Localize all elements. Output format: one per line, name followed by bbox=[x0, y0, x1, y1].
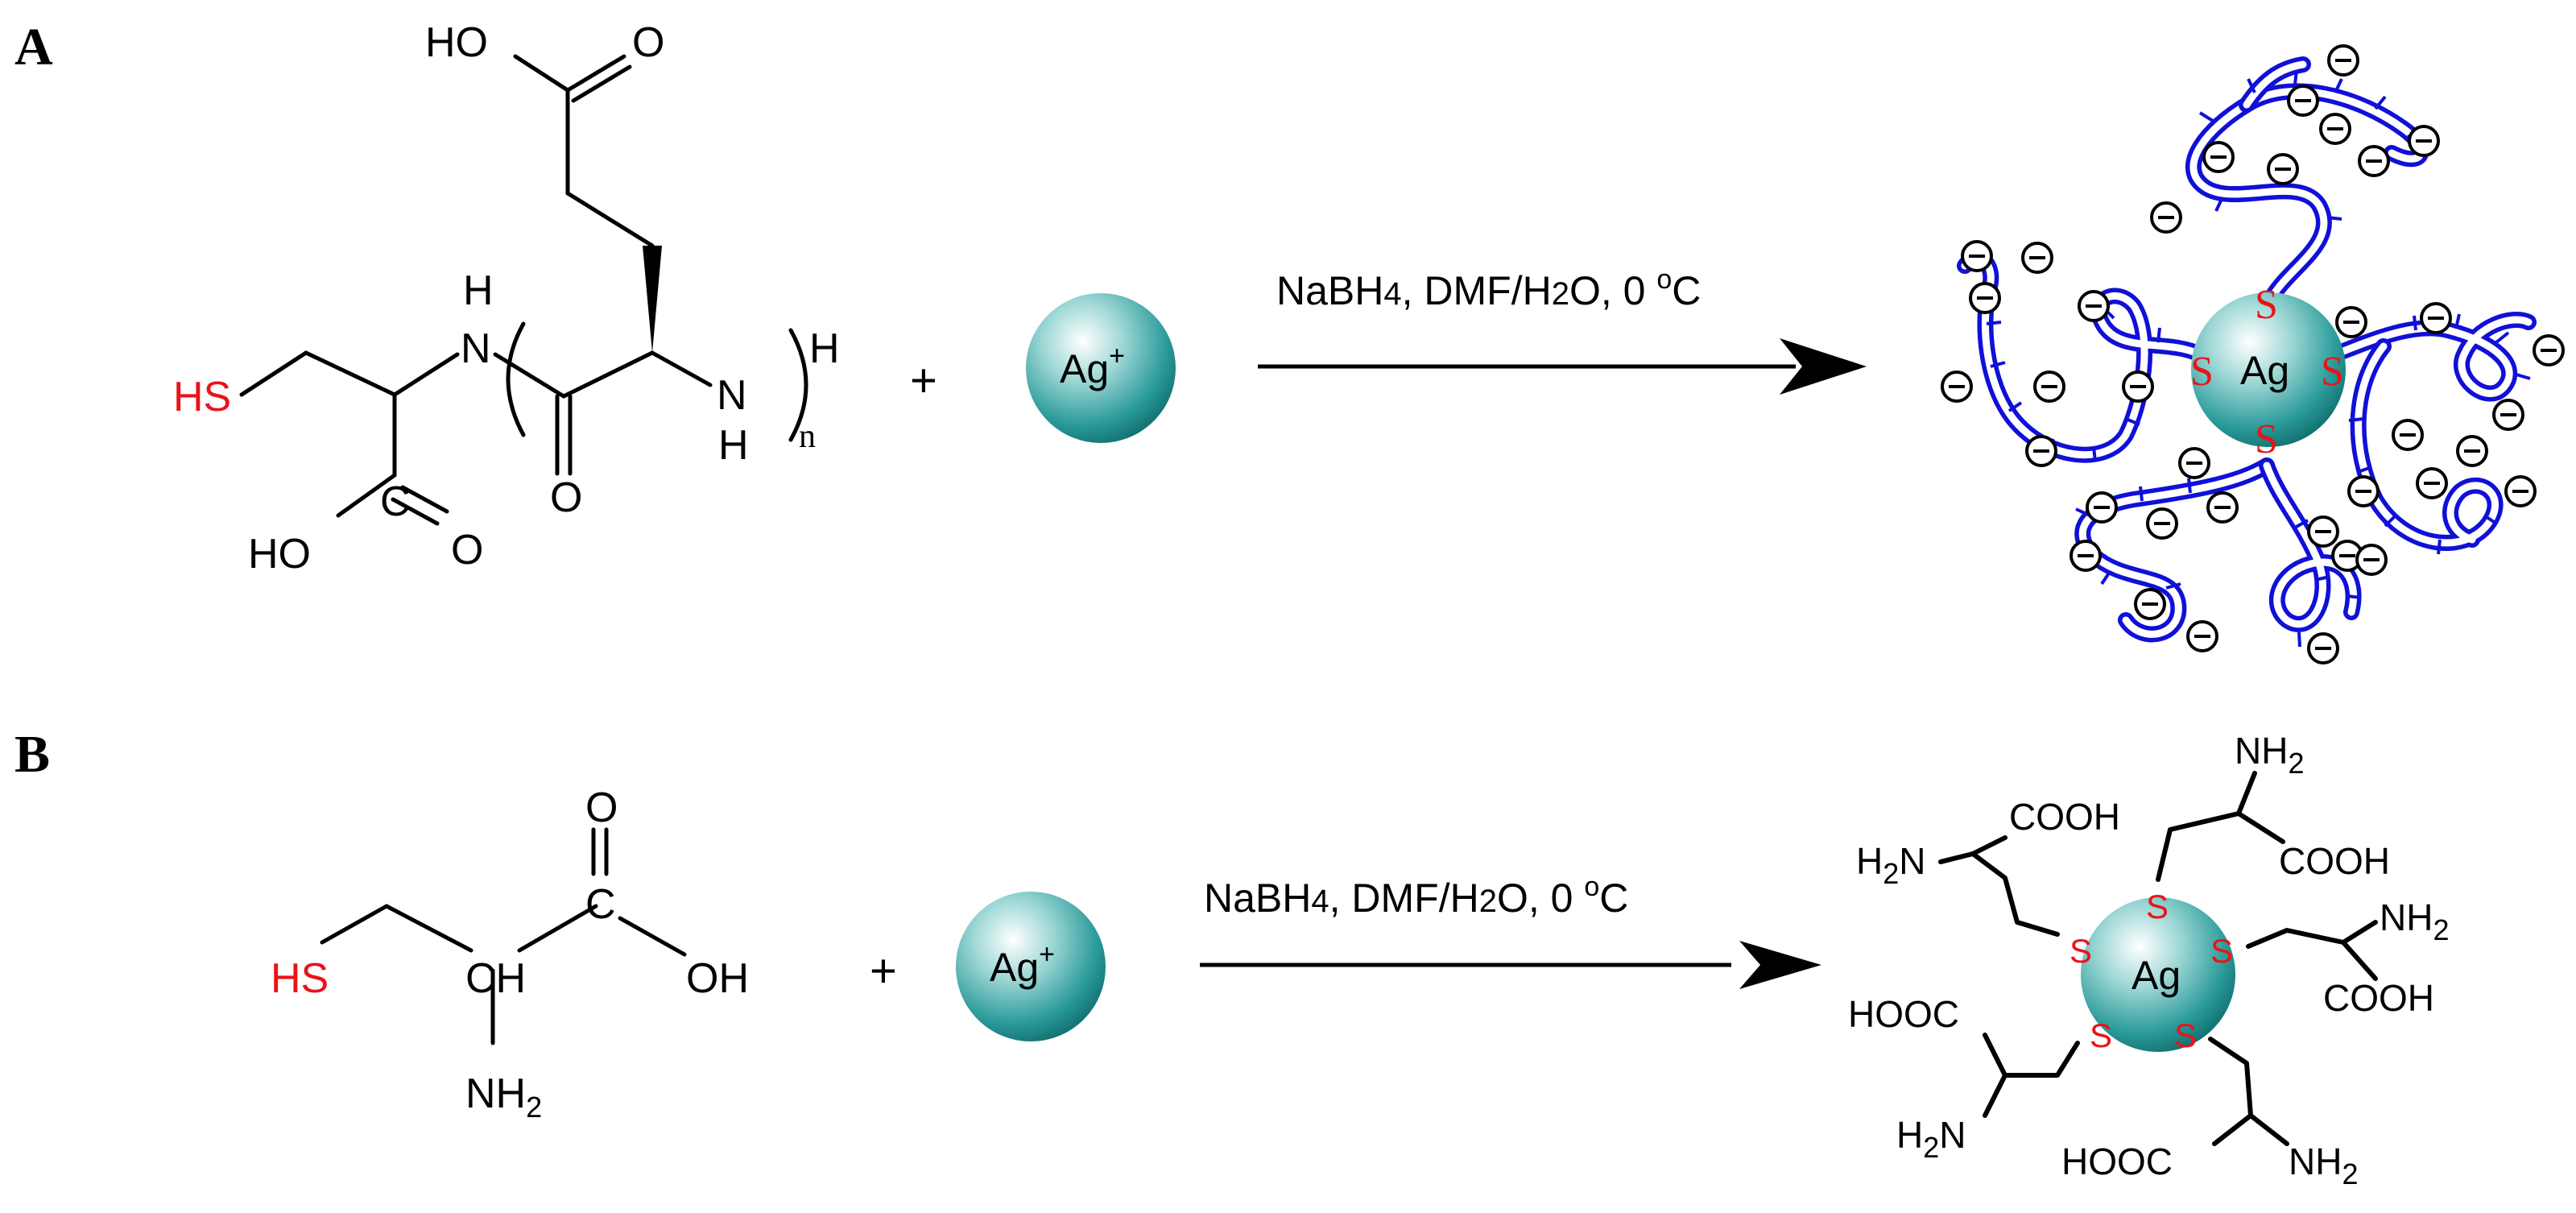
sulfur-left: S bbox=[2190, 349, 2214, 395]
wedge-bond bbox=[643, 246, 662, 353]
ligand-h2n-lower-left: H2N bbox=[1896, 1114, 1966, 1164]
sulfur-b-lowleft: S bbox=[2090, 1016, 2112, 1054]
amine-n-right: N bbox=[717, 372, 747, 419]
reaction-conditions-b: NaBH4, DMF/H2O, 0 oC bbox=[1204, 871, 1628, 921]
svg-text:NaBH4, DMF/H2O, 0 oC: NaBH4, DMF/H2O, 0 oC bbox=[1276, 264, 1701, 313]
ligand-nh2-right: NH2 bbox=[2380, 896, 2449, 946]
carbon-label: C bbox=[585, 881, 616, 928]
nanoparticle-core: Ag S S S S bbox=[2190, 282, 2346, 462]
panel-a-label: A bbox=[14, 18, 53, 77]
ligand-cooh-top: COOH bbox=[2279, 840, 2390, 882]
ligand-hooc-left: HOOC bbox=[1848, 993, 1959, 1035]
sulfur-top: S bbox=[2255, 282, 2278, 328]
chain-ticks bbox=[1986, 69, 2531, 648]
ligand-cooh-upper-left: COOH bbox=[2009, 796, 2120, 838]
amine-h-bottom: H bbox=[718, 422, 749, 469]
silver-ion-b: Ag+ bbox=[956, 892, 1106, 1041]
amide-n-left: N bbox=[461, 325, 491, 372]
amine-h-right: H bbox=[809, 325, 840, 372]
thiol-label: HS bbox=[173, 374, 231, 420]
reaction-arrow-b bbox=[1200, 941, 1821, 989]
cysteine-capped-nanoparticle: Ag S S S S S NH2 COOH COOH H2N NH2 COOH … bbox=[1848, 730, 2449, 1190]
ligand-cooh-right: COOH bbox=[2323, 977, 2434, 1019]
sulfur-b-right: S bbox=[2210, 932, 2233, 970]
amide-h-top: H bbox=[463, 267, 494, 314]
acid-o: O bbox=[451, 527, 483, 573]
svg-text:Ag+: Ag+ bbox=[990, 939, 1055, 990]
sulfur-bottom: S bbox=[2255, 416, 2278, 462]
thiol-label-b: HS bbox=[271, 955, 329, 1002]
svg-text:NaBH4, DMF/H2O, 0 oC: NaBH4, DMF/H2O, 0 oC bbox=[1204, 871, 1628, 921]
amine-label: NH2 bbox=[465, 1070, 542, 1124]
plus-sign-a: + bbox=[910, 354, 937, 407]
sulfur-b-top: S bbox=[2146, 888, 2169, 925]
ligand-nh2-top: NH2 bbox=[2235, 730, 2304, 780]
acid-ho-top: HO bbox=[425, 19, 488, 66]
reaction-conditions-a: NaBH4, DMF/H2O, 0 oC bbox=[1276, 264, 1701, 313]
repeat-subscript: n bbox=[799, 418, 816, 455]
cysteine-structure: HS CH C O OH NH2 bbox=[271, 785, 749, 1124]
negative-charges bbox=[1941, 44, 2565, 664]
core-label: Ag bbox=[2240, 348, 2289, 393]
polymer-capped-nanoparticle: Ag S S S S bbox=[1941, 44, 2565, 664]
sulfur-b-left: S bbox=[2069, 932, 2092, 970]
panel-b-label: B bbox=[14, 725, 50, 784]
ch-label: CH bbox=[465, 955, 526, 1002]
ligand-bonds bbox=[1938, 771, 2378, 1146]
hydroxyl-label: OH bbox=[686, 955, 749, 1002]
plus-sign-b: + bbox=[870, 945, 897, 997]
acid-c: C bbox=[380, 478, 411, 525]
ligand-hooc-bottom: HOOC bbox=[2061, 1141, 2173, 1182]
svg-text:Ag+: Ag+ bbox=[1060, 341, 1125, 391]
sulfur-b-lowright: S bbox=[2174, 1016, 2197, 1054]
ligand-nh2-bottom: NH2 bbox=[2289, 1141, 2358, 1190]
acid-ho-bottom: HO bbox=[248, 531, 311, 578]
carbonyl-o: O bbox=[585, 785, 618, 831]
ligand-h2n-left: H2N bbox=[1856, 840, 1926, 890]
acid-o-top: O bbox=[632, 19, 664, 66]
amide-o: O bbox=[550, 474, 582, 521]
sulfur-right: S bbox=[2321, 349, 2344, 395]
core-label-b: Ag bbox=[2132, 953, 2181, 998]
reaction-arrow-a bbox=[1258, 338, 1867, 395]
poly-glutamyl-cysteine-structure: HS HO O H N H N H n O C O HO bbox=[173, 19, 840, 578]
silver-ion-a: Ag+ bbox=[1026, 293, 1176, 443]
